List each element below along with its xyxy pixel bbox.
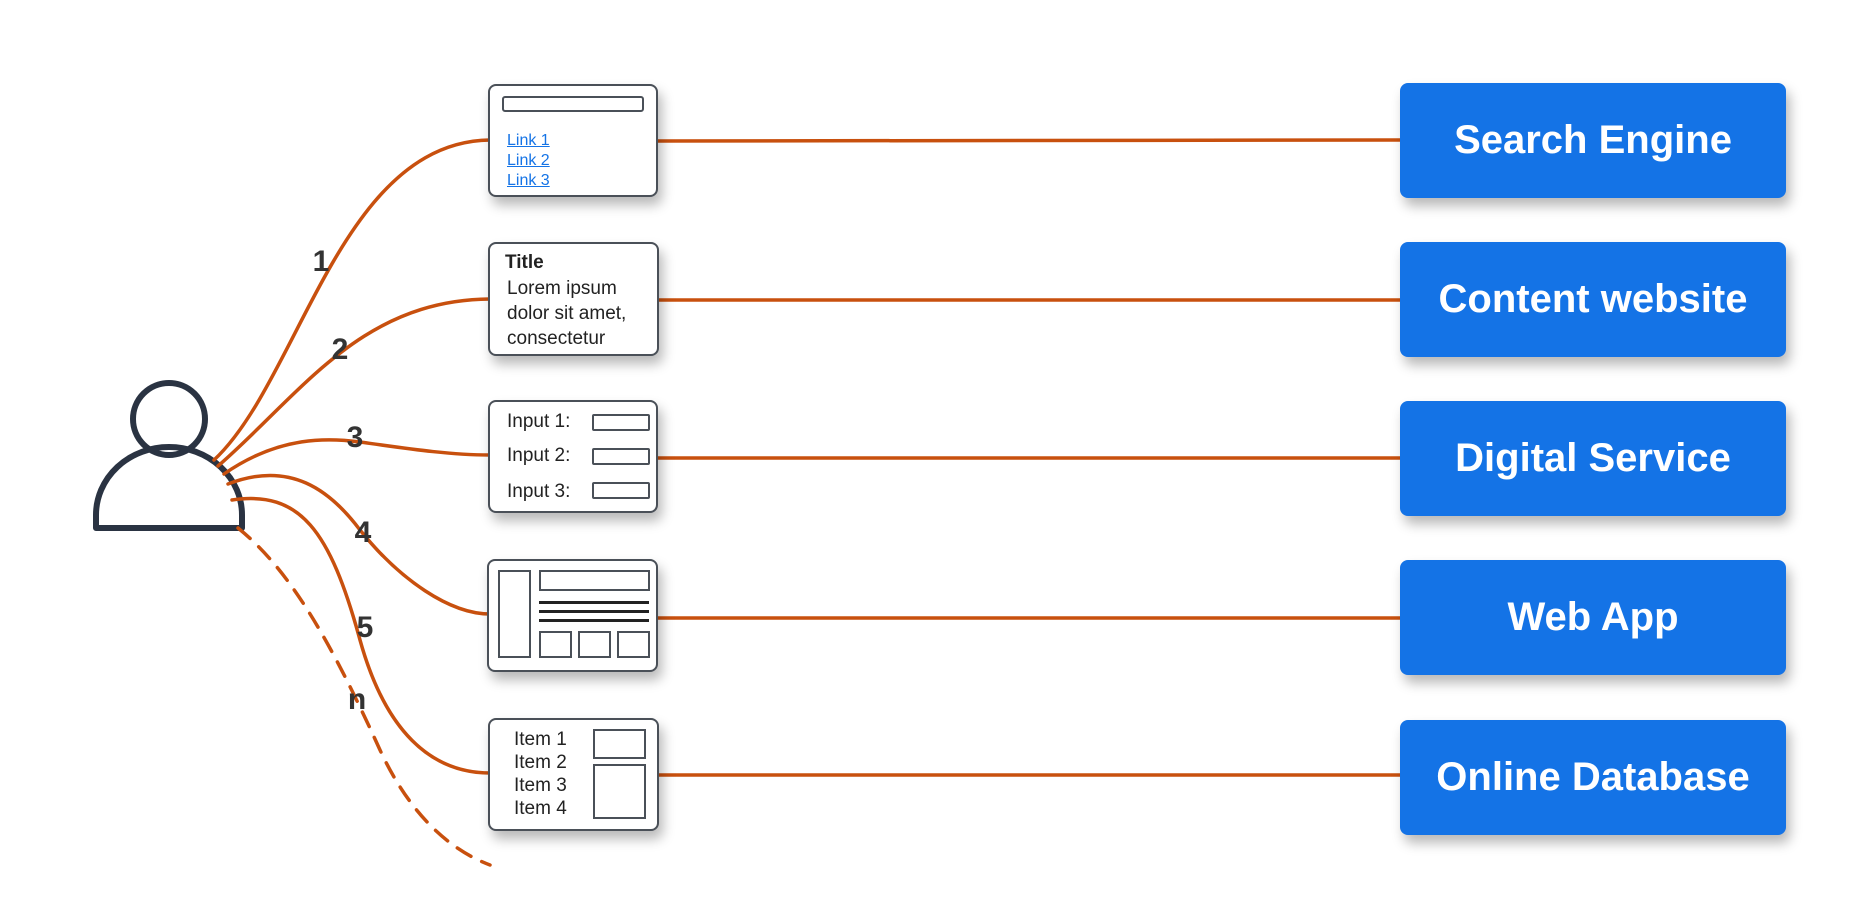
connector-step-n (236, 526, 492, 867)
input-2-field[interactable] (592, 448, 650, 465)
db-panel-top (593, 729, 646, 759)
user-icon (93, 380, 245, 531)
connector-step-2 (216, 297, 492, 468)
destination-web-app[interactable]: Web App (1400, 560, 1786, 675)
step-label-1: 1 (312, 245, 330, 278)
step-label-5: 5 (356, 611, 374, 644)
input-1-label: Input 1: (507, 411, 571, 432)
db-panel-bottom (593, 764, 646, 819)
wireframe-tile (578, 631, 611, 658)
db-item-4: Item 4 (514, 798, 567, 819)
web-app-card (487, 559, 658, 672)
wireframe-tile (539, 631, 572, 658)
connector-step-1 (212, 138, 492, 462)
search-bar (502, 96, 644, 112)
wireframe-sidebar (498, 570, 531, 658)
step-label-n: n (347, 683, 367, 716)
destination-search-engine[interactable]: Search Engine (1400, 83, 1786, 198)
input-1-field[interactable] (592, 414, 650, 431)
step-label-4: 4 (354, 516, 372, 549)
link-1[interactable]: Link 1 (507, 132, 550, 149)
link-2[interactable]: Link 2 (507, 152, 550, 169)
input-3-field[interactable] (592, 482, 650, 499)
wireframe-header (539, 570, 650, 591)
step-label-3: 3 (346, 421, 364, 454)
content-page-card: Title Lorem ipsum dolor sit amet, consec… (488, 242, 659, 356)
database-card: Item 1 Item 2 Item 3 Item 4 (488, 718, 659, 831)
wireframe-text-line (539, 619, 649, 622)
link-3[interactable]: Link 3 (507, 172, 550, 189)
wireframe-text-line (539, 610, 649, 613)
step-label-2: 2 (331, 333, 349, 366)
input-2-label: Input 2: (507, 445, 571, 466)
destination-online-database[interactable]: Online Database (1400, 720, 1786, 835)
link-search-engine (656, 138, 1401, 143)
destination-content-website[interactable]: Content website (1400, 242, 1786, 357)
connector-step-4 (226, 473, 492, 616)
connector-step-5 (230, 496, 492, 775)
content-title: Title (505, 252, 544, 273)
form-card: Input 1: Input 2: Input 3: (488, 400, 658, 513)
destination-digital-service[interactable]: Digital Service (1400, 401, 1786, 516)
search-page-card: Link 1 Link 2 Link 3 (488, 84, 658, 197)
connector-step-3 (222, 438, 492, 476)
db-item-1: Item 1 (514, 729, 567, 750)
wireframe-text-line (539, 601, 649, 604)
wireframe-tile (617, 631, 650, 658)
db-item-2: Item 2 (514, 752, 567, 773)
content-body: Lorem ipsum dolor sit amet, consectetur (507, 278, 627, 349)
db-item-3: Item 3 (514, 775, 567, 796)
input-3-label: Input 3: (507, 481, 571, 502)
